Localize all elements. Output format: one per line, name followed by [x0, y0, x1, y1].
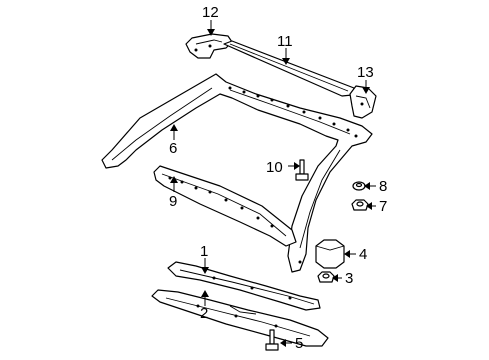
part-8-washer	[352, 181, 366, 191]
callout-11: 11	[277, 33, 293, 50]
callout-10: 10	[266, 159, 283, 176]
callout-2: 2	[200, 305, 208, 322]
callout-7: 7	[379, 198, 387, 215]
callout-3: 3	[345, 270, 353, 287]
callout-13: 13	[357, 64, 374, 81]
part-5-bolt	[265, 329, 279, 351]
callout-5: 5	[295, 335, 303, 352]
callout-9: 9	[169, 193, 177, 210]
leader-lines	[170, 20, 376, 347]
part-13-corner-bracket	[349, 85, 377, 119]
part-10-bolt	[295, 159, 309, 181]
part-3-nut	[317, 271, 335, 283]
part-7-nut	[351, 199, 369, 211]
callout-6: 6	[169, 140, 177, 157]
callout-4: 4	[359, 246, 367, 263]
callout-12: 12	[202, 4, 219, 21]
callout-1: 1	[200, 243, 208, 260]
callout-8: 8	[379, 178, 387, 195]
part-9-header-rail	[153, 165, 297, 247]
callout-labels: 12 11 13 6 10 8 7 9 1 4 3 2 5	[169, 4, 387, 352]
part-6-roof-frame	[101, 73, 373, 273]
part-2-lower-rail	[151, 289, 329, 347]
part-12-corner-bracket	[185, 33, 233, 59]
part-4-bumper-block	[315, 239, 345, 269]
